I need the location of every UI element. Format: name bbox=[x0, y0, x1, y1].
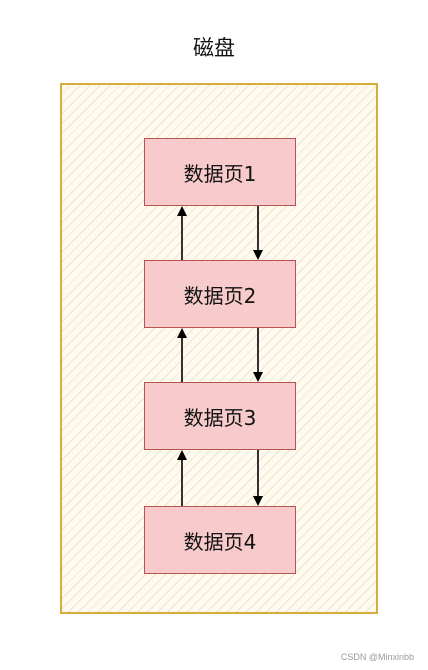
data-page-3: 数据页3 bbox=[144, 382, 296, 450]
data-page-4: 数据页4 bbox=[144, 506, 296, 574]
watermark: CSDN @Minxinbb bbox=[340, 652, 414, 662]
data-page-1: 数据页1 bbox=[144, 138, 296, 206]
data-page-2: 数据页2 bbox=[144, 260, 296, 328]
diagram-title: 磁盘 bbox=[193, 36, 235, 60]
